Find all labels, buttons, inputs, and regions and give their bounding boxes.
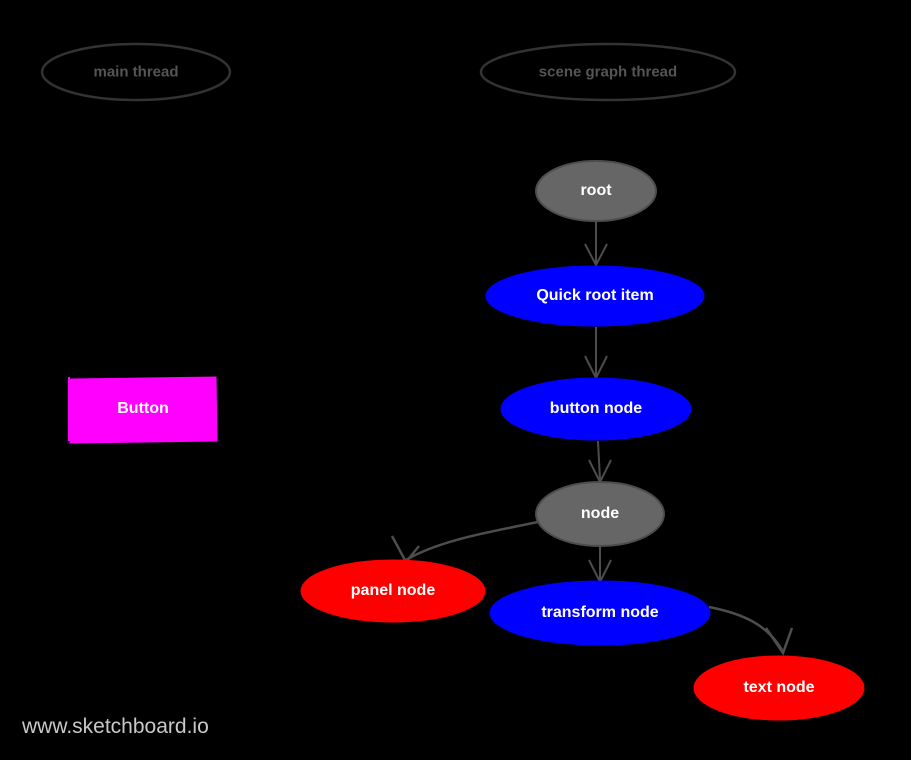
node-shape-button-node[interactable] [500,377,692,441]
edge-quick-root-item-to-button-node [584,327,608,381]
node-shape-button[interactable] [69,376,218,444]
swimlane-label-main-thread: main thread [93,63,179,81]
node-shape-root[interactable] [535,160,657,222]
swimlane-scene-graph-thread[interactable] [479,42,737,102]
swimlane-main-thread[interactable] [40,42,232,102]
watermark: www.sketchboard.io [22,715,209,738]
node-shape-transform-node[interactable] [489,580,711,646]
node-shape-quick-root-item[interactable] [485,265,705,327]
edge-root-to-quick-root-item [584,222,608,268]
edge-node-to-transform-node [588,546,612,585]
edge-node-to-panel-node [390,520,539,565]
node-shape-text-node[interactable] [693,655,865,721]
node-shape-node[interactable] [535,481,665,547]
swimlane-label-scene-graph-thread: scene graph thread [538,63,678,81]
edge-button-node-to-node [588,440,612,485]
node-shape-panel-node[interactable] [300,559,486,623]
edge-transform-node-to-text-node [708,605,794,656]
